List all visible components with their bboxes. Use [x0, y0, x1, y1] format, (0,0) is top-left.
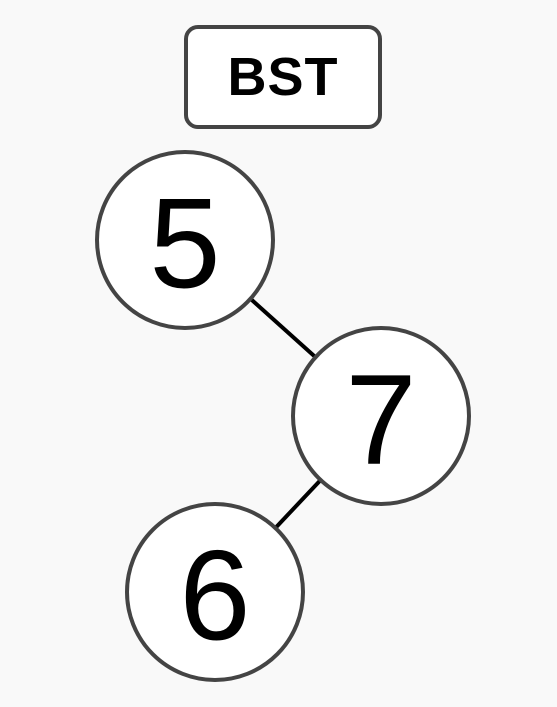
node-6-circle [125, 502, 305, 682]
node-7: 7 [291, 326, 471, 506]
node-5: 5 [95, 150, 275, 330]
node-5-circle [95, 150, 275, 330]
node-6: 6 [125, 502, 305, 682]
diagram-title: BST [227, 47, 339, 107]
node-7-label: 7 [345, 349, 416, 492]
node-6-label: 6 [179, 525, 250, 668]
node-7-circle [291, 326, 471, 506]
node-5-label: 5 [149, 173, 220, 316]
title-box: BST [184, 25, 382, 129]
